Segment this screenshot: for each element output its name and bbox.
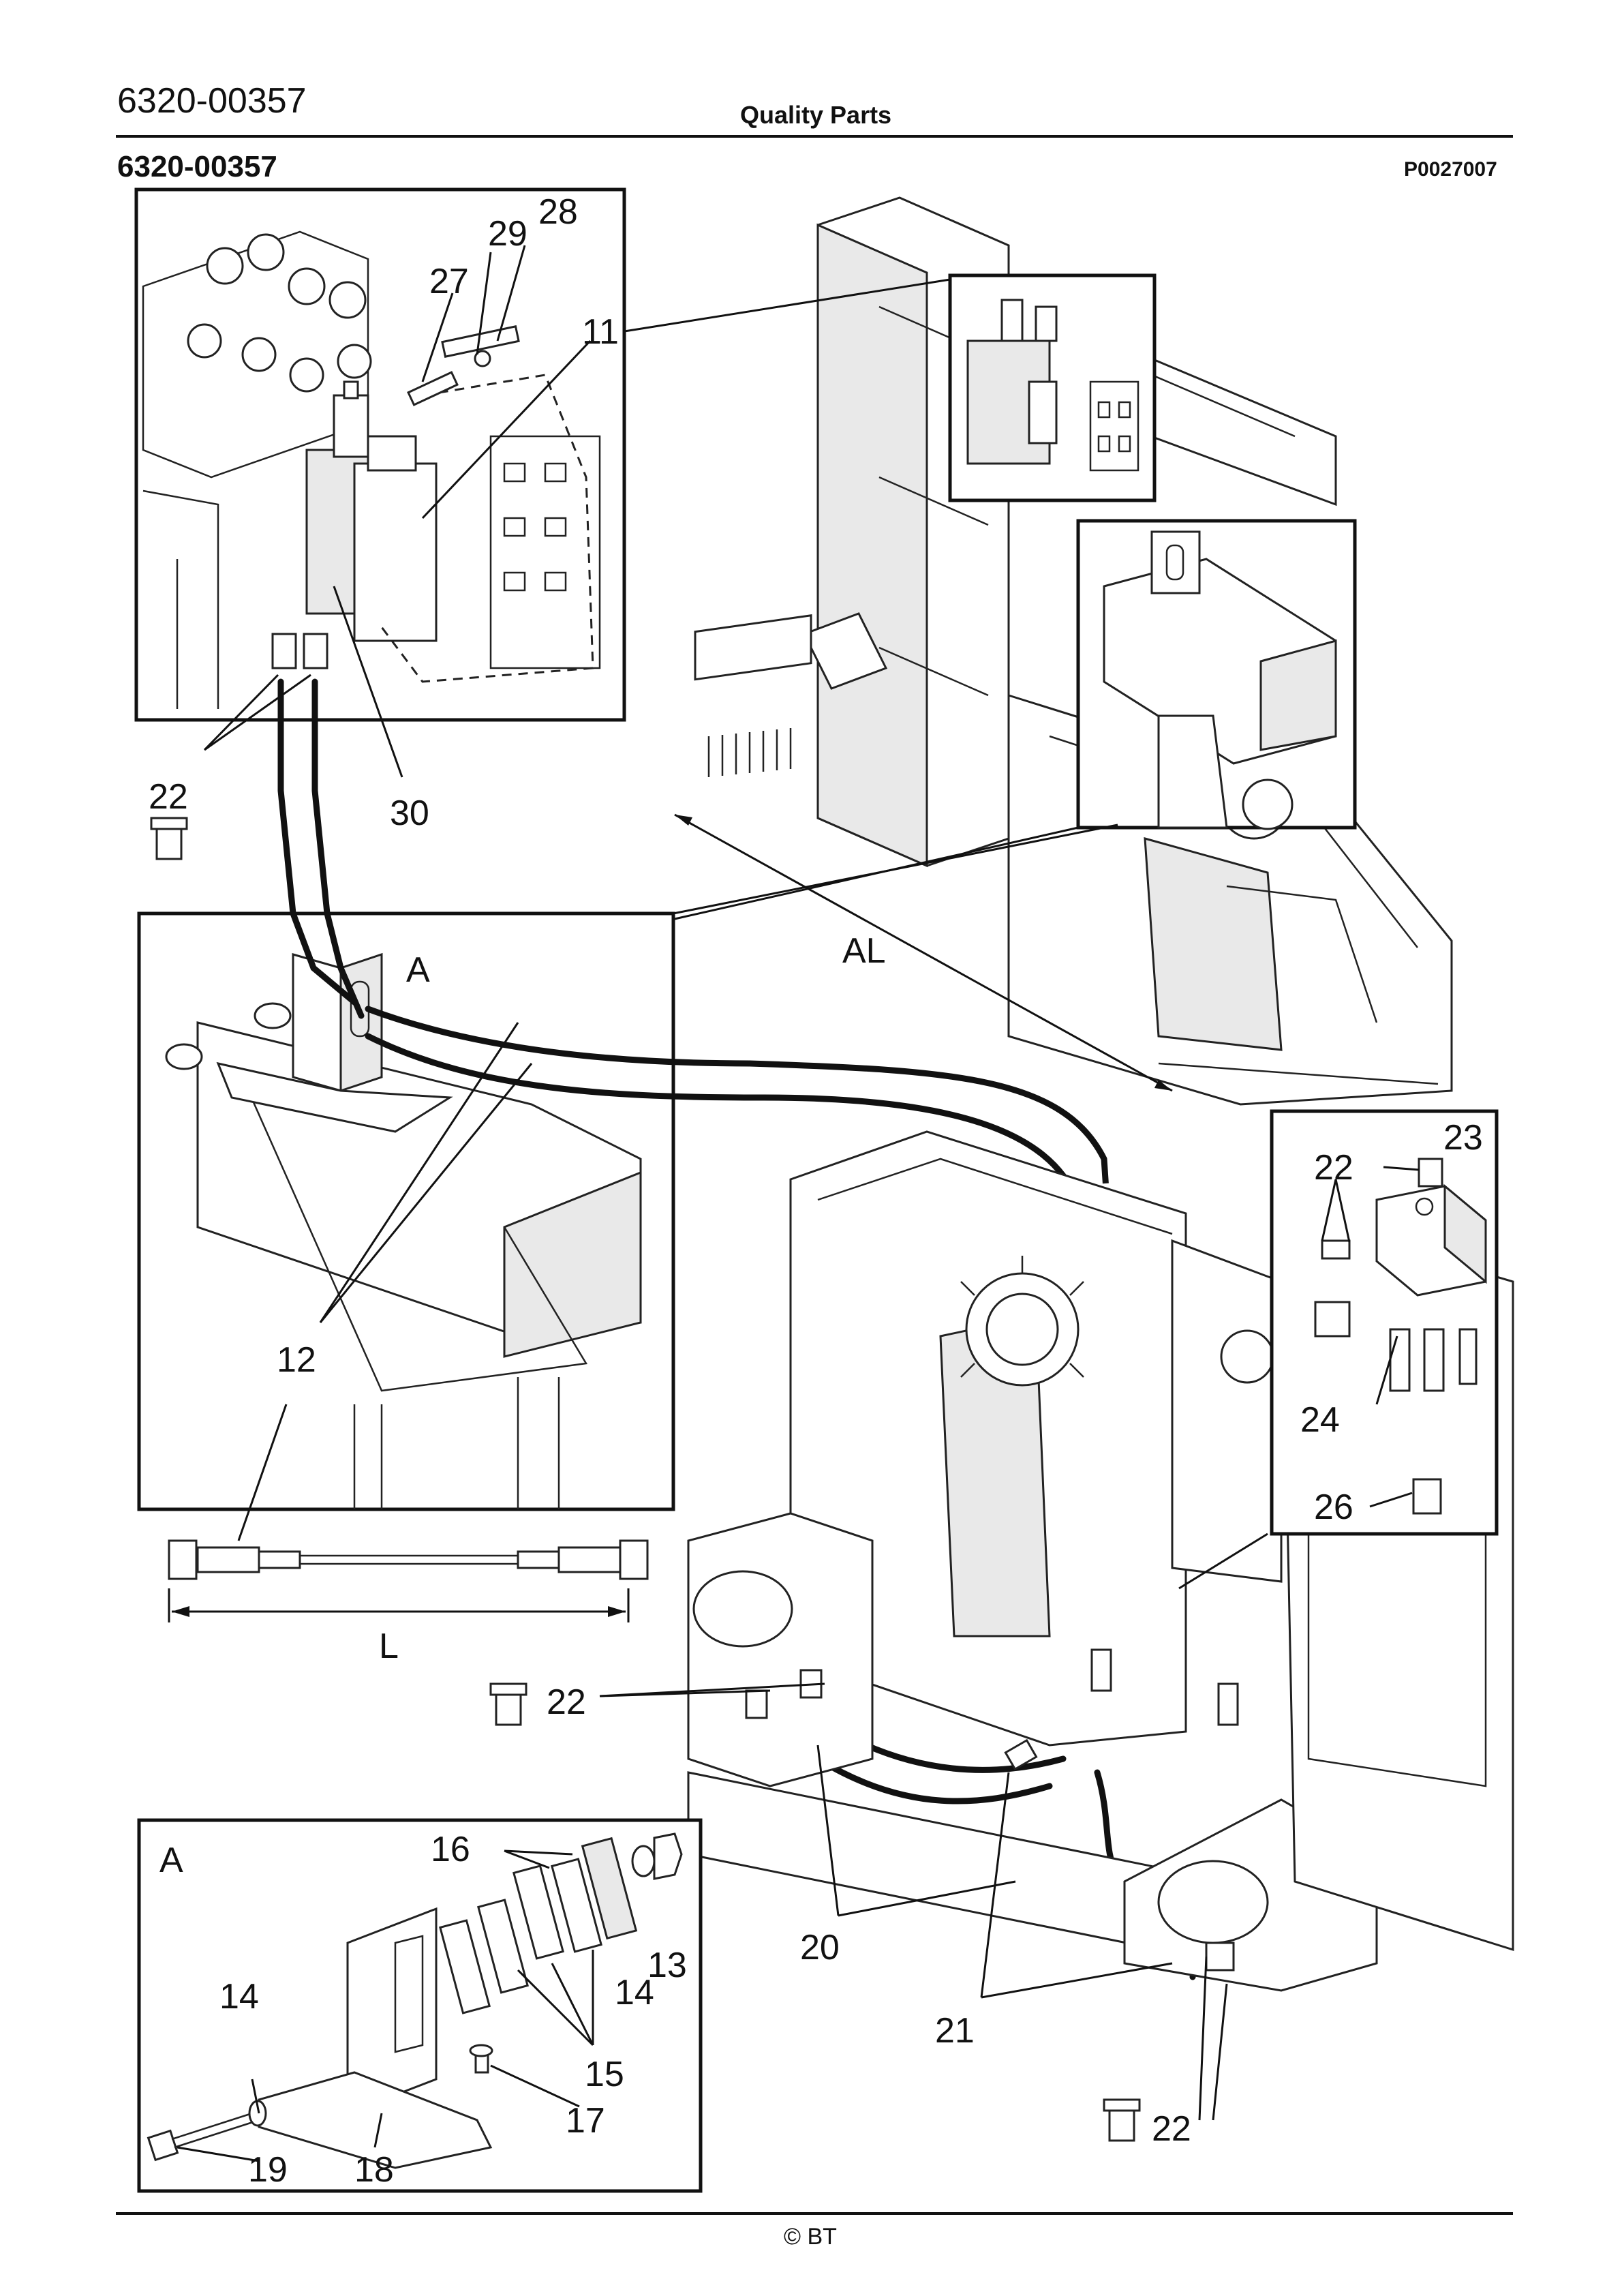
callout-16: 16 — [431, 1830, 470, 1869]
hose-fittings-lower — [745, 1648, 1239, 1972]
footer-copyright: © BT — [784, 2224, 837, 2250]
callout-27: 27 — [429, 262, 469, 301]
fitting-detail-box — [1270, 1109, 1499, 1536]
callout-22-top: 22 — [149, 777, 188, 817]
manifold-fittings — [187, 233, 372, 393]
callout-30: 30 — [390, 794, 429, 833]
header-rule — [116, 135, 1513, 138]
header-part-code: 6320-00357 — [117, 81, 307, 121]
callout-24: 24 — [1300, 1400, 1340, 1440]
callout-22-middle: 22 — [547, 1682, 586, 1722]
callout-28: 28 — [538, 192, 578, 232]
callout-26: 26 — [1314, 1487, 1353, 1527]
leader-lines — [177, 245, 1420, 2162]
dimension-l-label: L — [379, 1627, 399, 1666]
callout-labels: 28 29 27 11 22 30 A AL 12 L 23 22 24 26 … — [149, 192, 1483, 2190]
loose-fitting-22-left — [150, 817, 188, 860]
detail-a-exploded-label: A — [159, 1841, 183, 1880]
detail-a-exploded-box — [137, 1818, 703, 2193]
header-title: Quality Parts — [740, 101, 892, 129]
valve-detail-box — [948, 273, 1157, 502]
callout-22-bottom: 22 — [1152, 2109, 1191, 2149]
drawing-ref-code: P0027007 — [1404, 158, 1497, 181]
detail-a-label: A — [406, 950, 430, 990]
sub-part-code: 6320-00357 — [117, 150, 277, 183]
sprocket — [960, 1256, 1084, 1387]
callout-20: 20 — [800, 1928, 840, 1967]
callout-18: 18 — [354, 2150, 394, 2190]
callout-13: 13 — [647, 1946, 687, 1985]
loose-fitting-22-bottom — [1103, 2098, 1141, 2142]
dimension-al-label: AL — [842, 931, 886, 971]
manifold-detail-box — [134, 187, 626, 722]
callout-11: 11 — [582, 312, 619, 352]
callout-12: 12 — [277, 1340, 316, 1380]
callout-29: 29 — [488, 214, 527, 254]
callout-19: 19 — [248, 2150, 288, 2190]
callout-22-box: 22 — [1314, 1148, 1353, 1188]
callout-23: 23 — [1443, 1118, 1483, 1158]
callout-21: 21 — [935, 2011, 975, 2051]
callout-17: 17 — [566, 2101, 605, 2141]
loose-fitting-22-middle — [489, 1682, 527, 1726]
callout-14-right: 14 — [615, 1973, 654, 2012]
bracket-part-18 — [258, 1907, 493, 2169]
bolt-19 — [147, 2100, 267, 2162]
hose-assembly-l — [168, 1539, 649, 1622]
callout-15: 15 — [585, 2055, 624, 2094]
footer-rule — [116, 2212, 1513, 2215]
callout-14-left: 14 — [219, 1977, 259, 2016]
detail-a-assembled-box — [137, 911, 675, 1511]
bracket-detail-box — [1076, 519, 1357, 830]
